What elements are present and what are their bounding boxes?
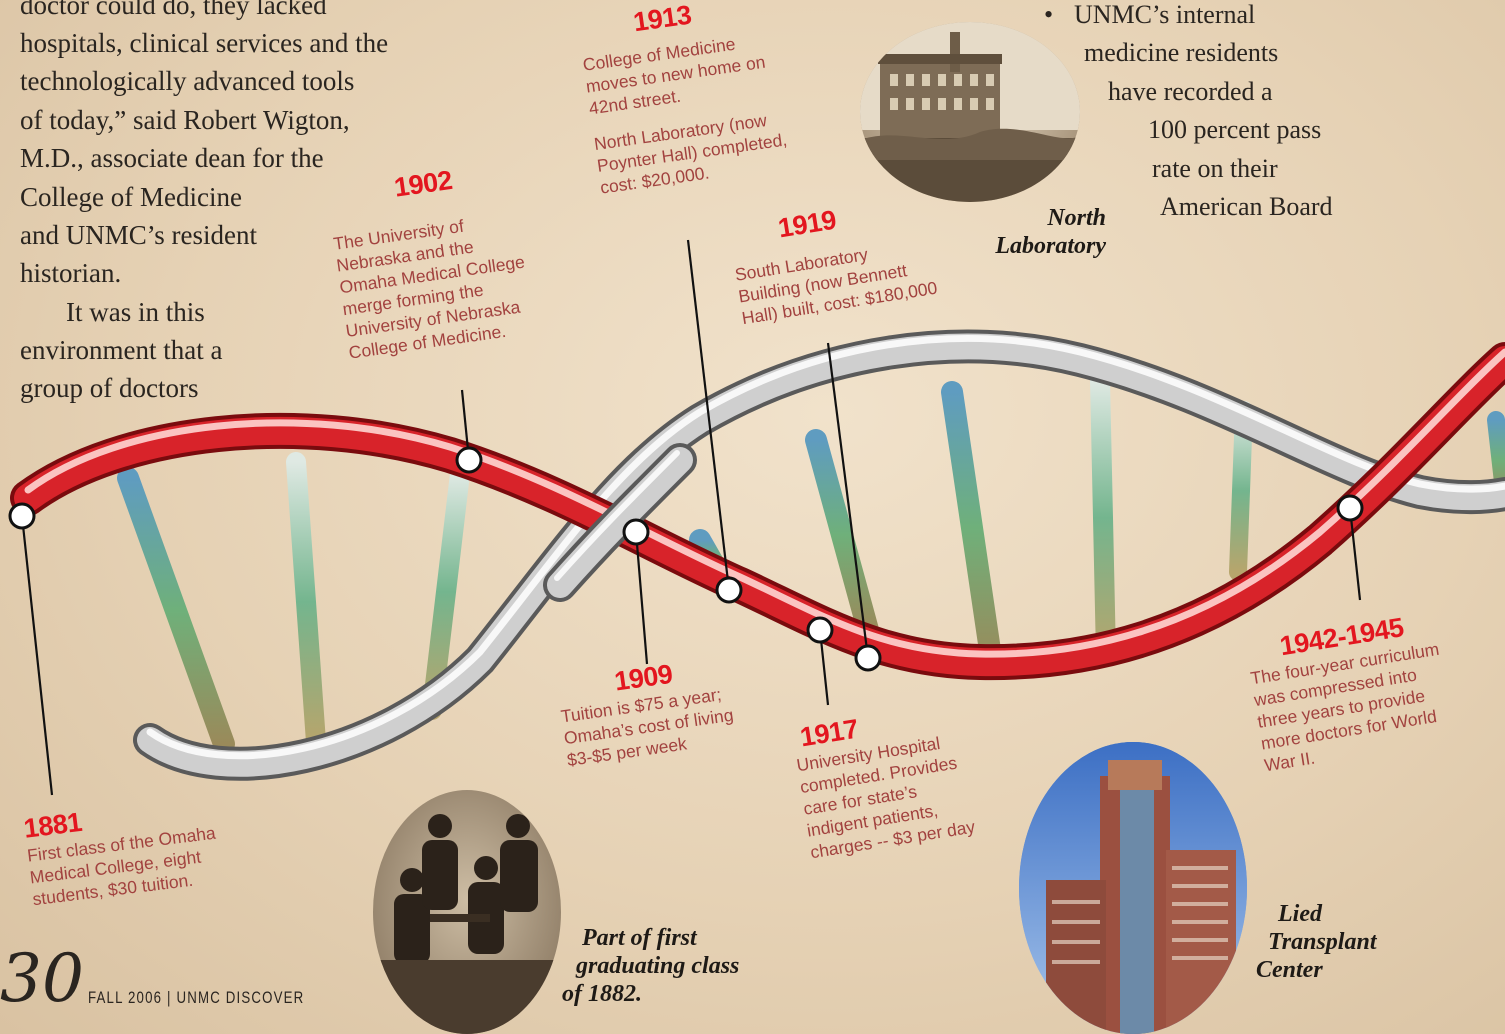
north-laboratory-photo	[860, 20, 1080, 208]
caption-line: graduating class	[576, 952, 739, 980]
bullet-line: UNMC’s internal	[1074, 0, 1255, 34]
caption-line: Center	[1256, 956, 1376, 984]
intro-line: College of Medicine	[20, 178, 242, 217]
running-head: FALL 2006 | UNMC DISCOVER	[88, 988, 304, 1008]
intro-line: of today,” said Robert Wigton,	[20, 101, 350, 140]
bullet-marker: •	[1044, 0, 1053, 34]
intro-line: It was in this	[66, 293, 205, 332]
intro-line: group of doctors	[20, 369, 198, 408]
bullet-line: 100 percent pass	[1148, 111, 1321, 149]
intro-line: doctor could do, they lacked	[20, 0, 327, 25]
intro-line: environment that a	[20, 331, 222, 370]
lied-transplant-center-photo	[1018, 742, 1248, 1034]
caption-line: Part of first	[582, 924, 739, 952]
caption-line: Laboratory	[978, 232, 1106, 260]
caption-line: Transplant	[1268, 928, 1376, 956]
event-1902: 1902 The University of Nebraska and the …	[332, 207, 535, 364]
caption-north-laboratory: North Laboratory	[978, 204, 1106, 260]
intro-line: hospitals, clinical services and the	[20, 24, 388, 63]
caption-lied-transplant-center: Lied Transplant Center	[1256, 900, 1376, 984]
intro-line: and UNMC’s resident	[20, 216, 257, 255]
bullet-line: have recorded a	[1108, 73, 1273, 111]
caption-line: of 1882.	[562, 980, 739, 1008]
bullet-line: medicine residents	[1084, 34, 1278, 72]
page-number: 30	[0, 940, 84, 1017]
intro-line: technologically advanced tools	[20, 62, 354, 101]
caption-line: Lied	[1278, 900, 1376, 928]
event-1913: 1913 College of Medicine moves to new ho…	[582, 31, 792, 198]
bullet-line: rate on their	[1152, 150, 1278, 188]
event-1917: 1917 University Hospital completed. Prov…	[790, 697, 977, 863]
first-class-photo	[373, 790, 561, 1034]
caption-first-graduating-class: Part of first graduating class of 1882.	[562, 924, 739, 1008]
bullet-line: American Board	[1160, 188, 1333, 226]
caption-line: North	[978, 204, 1106, 232]
intro-line: historian.	[20, 254, 121, 293]
intro-line: M.D., associate dean for the	[20, 139, 324, 178]
event-1942-1945: 1942-1945 The four-year curriculum was c…	[1244, 606, 1454, 776]
